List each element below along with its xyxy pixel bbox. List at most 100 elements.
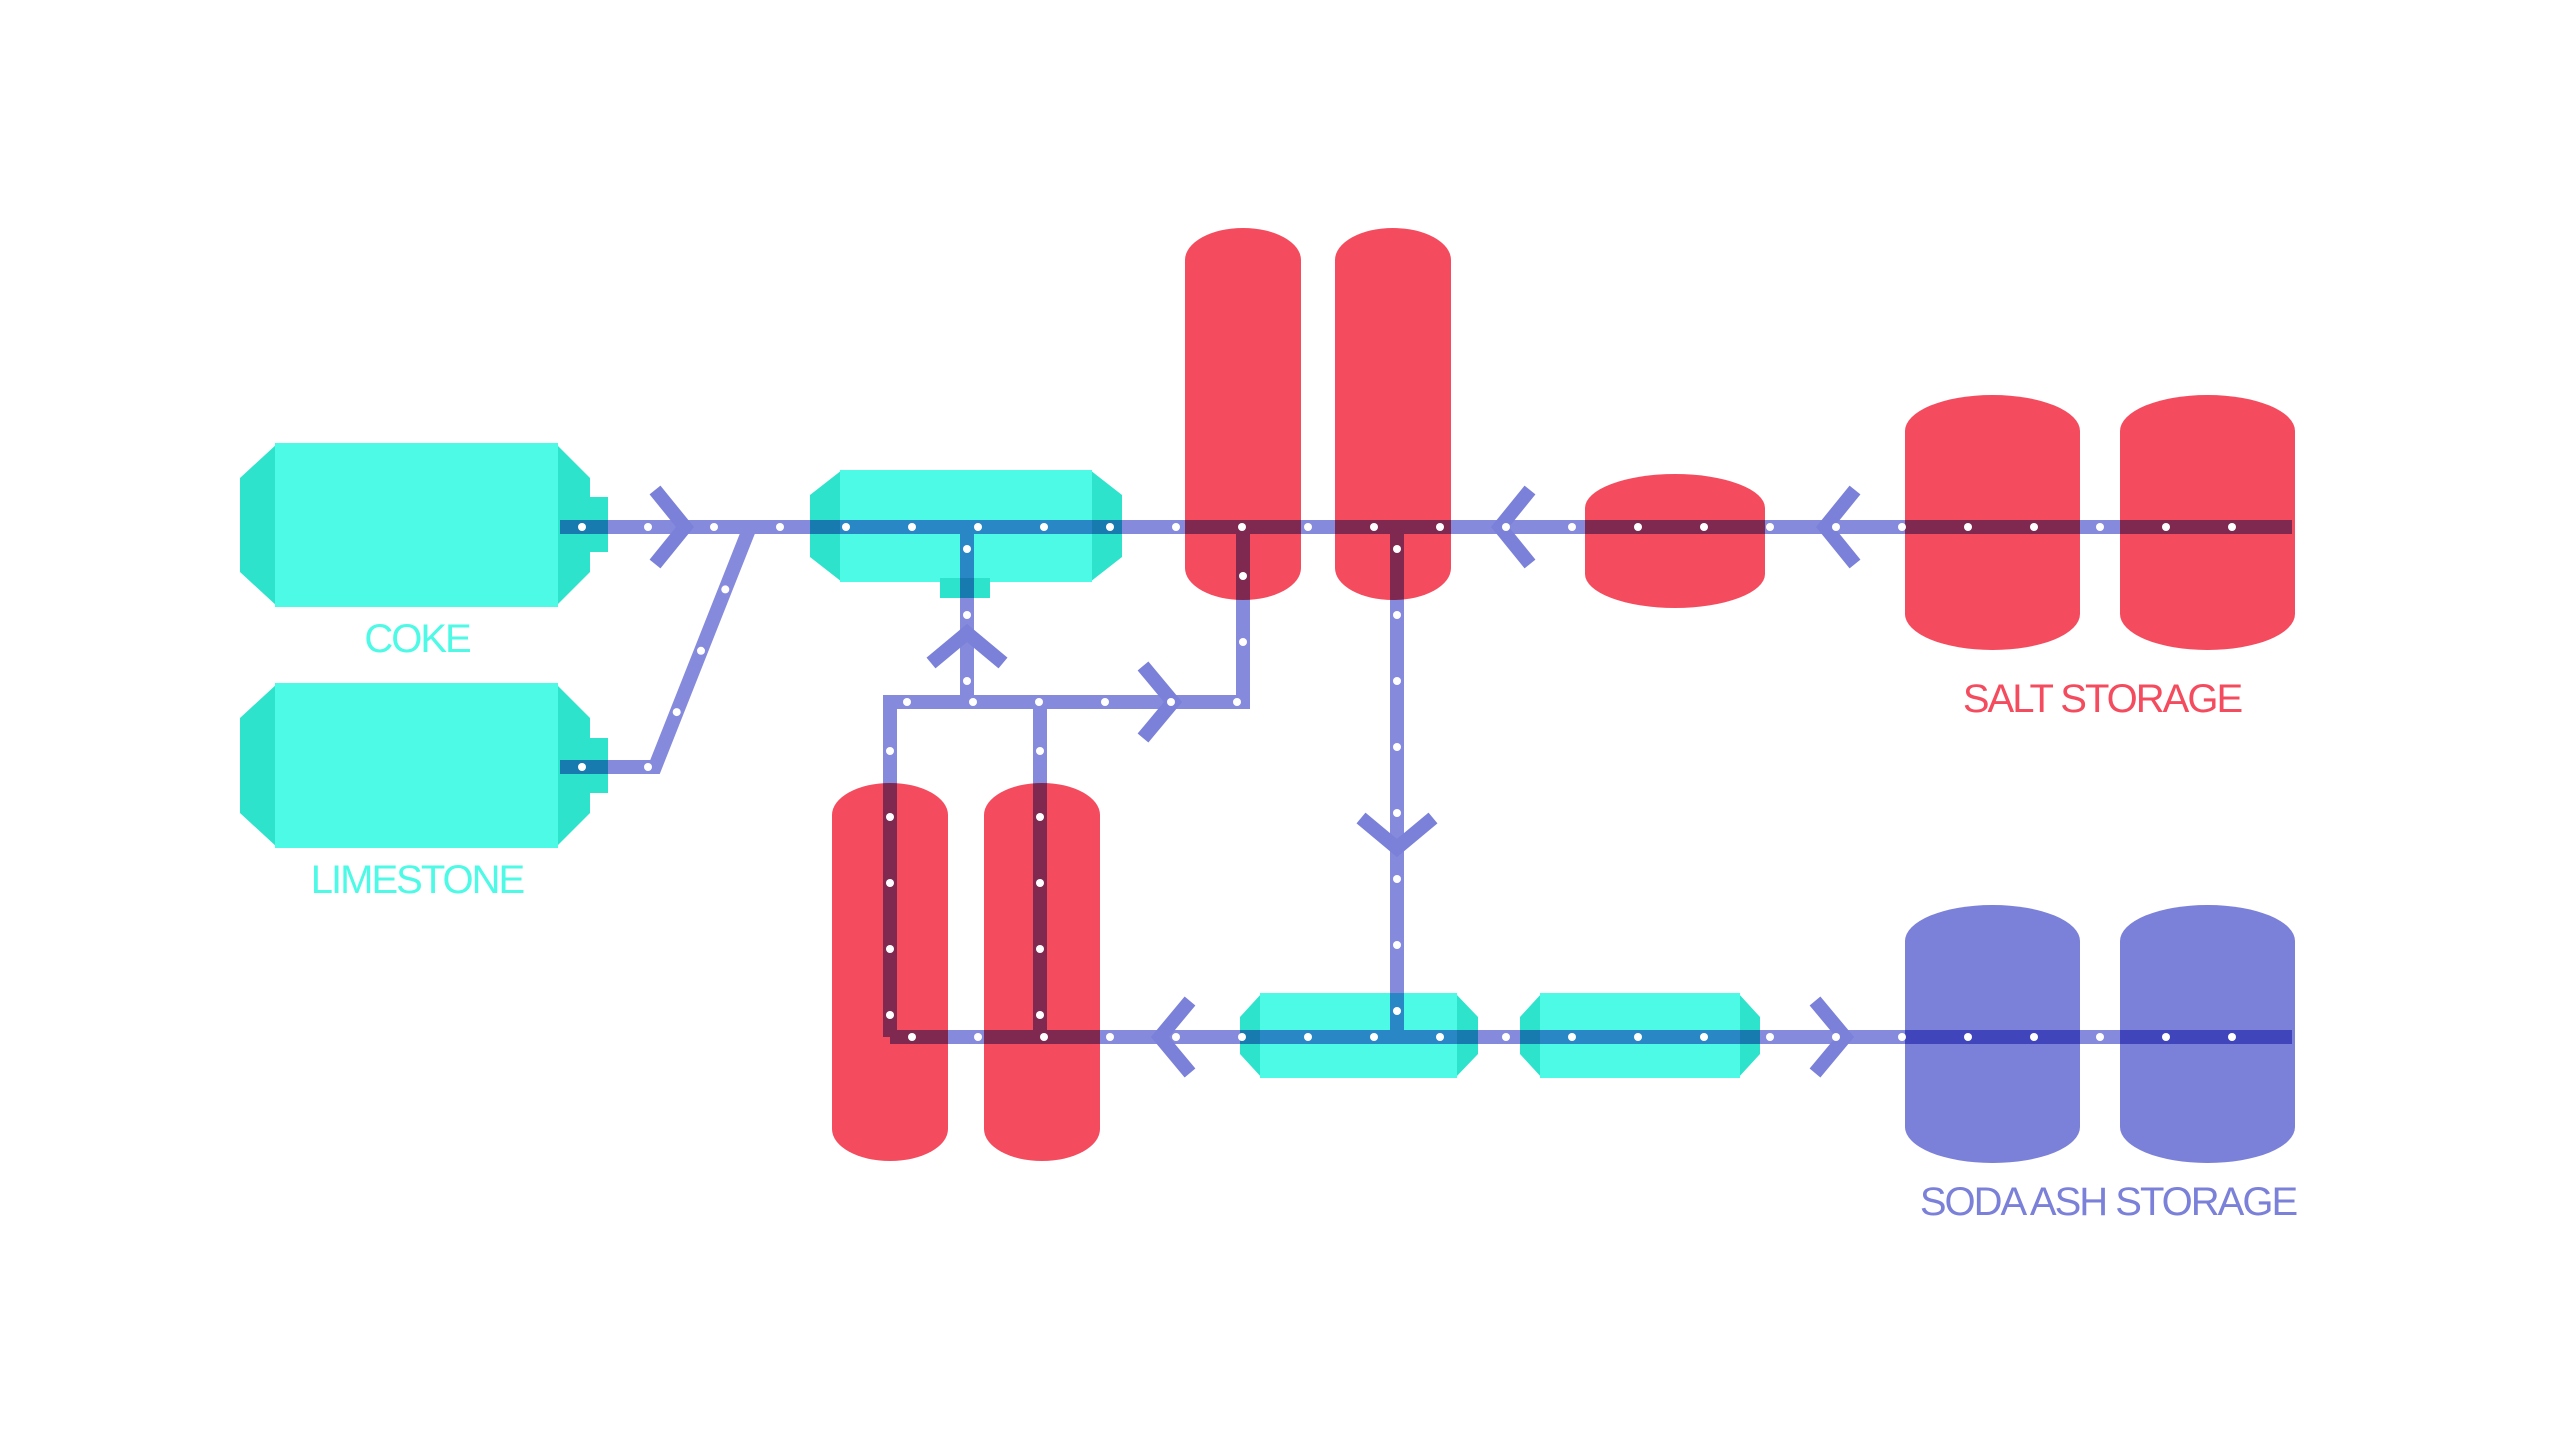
arrow-left <box>1150 996 1196 1078</box>
flow-dot <box>963 611 971 619</box>
flow-dot <box>1238 1033 1246 1041</box>
flow-dot <box>1036 813 1044 821</box>
arrow-left <box>1815 485 1861 569</box>
flow-dot <box>886 813 894 821</box>
flow-dot <box>1832 1033 1840 1041</box>
flow-dot <box>886 747 894 755</box>
flow-dot <box>1239 572 1247 580</box>
coke-hopper <box>240 443 608 607</box>
flow-dot <box>842 523 850 531</box>
flow-dot <box>1106 523 1114 531</box>
flow-dot <box>1568 1033 1576 1041</box>
flow-dot <box>1370 523 1378 531</box>
flow-dot <box>886 945 894 953</box>
pipe-limestone-feed <box>560 524 757 774</box>
flow-dot <box>1238 523 1246 531</box>
flow-dot <box>1167 698 1175 706</box>
upper-tower-2 <box>1335 228 1451 600</box>
flow-dot <box>697 646 705 655</box>
flow-dot <box>1101 698 1109 706</box>
flow-dot <box>1766 523 1774 531</box>
flow-dot <box>1040 1033 1048 1041</box>
flow-dot <box>974 523 982 531</box>
flow-dot <box>1436 523 1444 531</box>
flow-dot <box>963 545 971 553</box>
flow-dot <box>1393 1007 1401 1015</box>
limestone-label: LIMESTONE <box>311 858 524 902</box>
upper-tower-1 <box>1185 228 1301 600</box>
flow-dot <box>1239 638 1247 646</box>
flow-dot <box>710 523 718 531</box>
flow-dot <box>1304 1033 1312 1041</box>
flow-dot <box>1036 879 1044 887</box>
flow-dot <box>644 763 652 771</box>
flow-dot <box>1393 809 1401 817</box>
arrow-down <box>1356 812 1438 858</box>
brine-vessel <box>1585 474 1765 608</box>
flow-dot <box>1964 1033 1972 1041</box>
flow-dot <box>1964 523 1972 531</box>
labels: COKE LIMESTONE SALT STORAGE SODA ASH STO… <box>311 617 2299 1224</box>
flow-dot <box>1035 698 1043 706</box>
flow-dot <box>903 698 911 706</box>
flow-dot <box>1393 941 1401 949</box>
flow-dot <box>1036 747 1044 755</box>
flow-dot <box>1700 523 1708 531</box>
flow-dot <box>578 763 586 771</box>
flow-dot <box>1233 698 1241 706</box>
flow-dot <box>2162 1033 2170 1041</box>
flow-dot <box>1634 1033 1642 1041</box>
flow-dot <box>578 523 586 531</box>
arrow-right <box>1809 996 1855 1078</box>
flow-dot <box>1766 1033 1774 1041</box>
flow-dot <box>2228 523 2236 531</box>
flow-dot <box>1393 545 1401 553</box>
flow-dot <box>1106 1033 1114 1041</box>
flow-dot <box>908 523 916 531</box>
flow-dot <box>974 1033 982 1041</box>
limestone-hopper <box>240 683 608 848</box>
flow-dot <box>1172 523 1180 531</box>
arrow-left <box>1490 485 1536 569</box>
flow-dot <box>1040 523 1048 531</box>
flow-dot <box>886 1011 894 1019</box>
flow-dot <box>1832 523 1840 531</box>
flow-dot <box>1036 1011 1044 1019</box>
arrow-right <box>649 485 695 569</box>
flow-dot <box>776 523 784 531</box>
flow-dot <box>963 677 971 685</box>
flow-dot <box>721 585 730 594</box>
flow-dot <box>2030 523 2038 531</box>
flow-dot <box>2228 1033 2236 1041</box>
pipe-process-loop <box>883 527 1250 1037</box>
flow-dots <box>578 523 2236 1041</box>
flow-dot <box>1370 1033 1378 1041</box>
arrow-up <box>926 623 1008 669</box>
flow-dot <box>1436 1033 1444 1041</box>
flow-dot <box>1502 1033 1510 1041</box>
flow-dot <box>969 698 977 706</box>
flow-dot <box>1036 945 1044 953</box>
flow-dot <box>1393 875 1401 883</box>
flow-dot <box>1172 1033 1180 1041</box>
flow-dot <box>1304 523 1312 531</box>
flow-dot <box>1634 523 1642 531</box>
equipment-layer <box>240 228 2295 1163</box>
flow-dot <box>672 708 681 717</box>
flow-dot <box>886 879 894 887</box>
flow-dot <box>2030 1033 2038 1041</box>
flow-dot <box>1393 743 1401 751</box>
flow-dot <box>1898 523 1906 531</box>
salt-storage-label: SALT STORAGE <box>1963 677 2242 721</box>
flow-dot <box>1568 523 1576 531</box>
flow-dot <box>1898 1033 1906 1041</box>
flow-dot <box>908 1033 916 1041</box>
flow-dot <box>1393 611 1401 619</box>
soda-ash-storage-label: SODA ASH STORAGE <box>1920 1180 2297 1224</box>
coke-label: COKE <box>364 617 470 661</box>
flow-dot <box>2162 523 2170 531</box>
flow-dot <box>1502 523 1510 531</box>
flow-dot <box>1393 677 1401 685</box>
flow-dot <box>1700 1033 1708 1041</box>
